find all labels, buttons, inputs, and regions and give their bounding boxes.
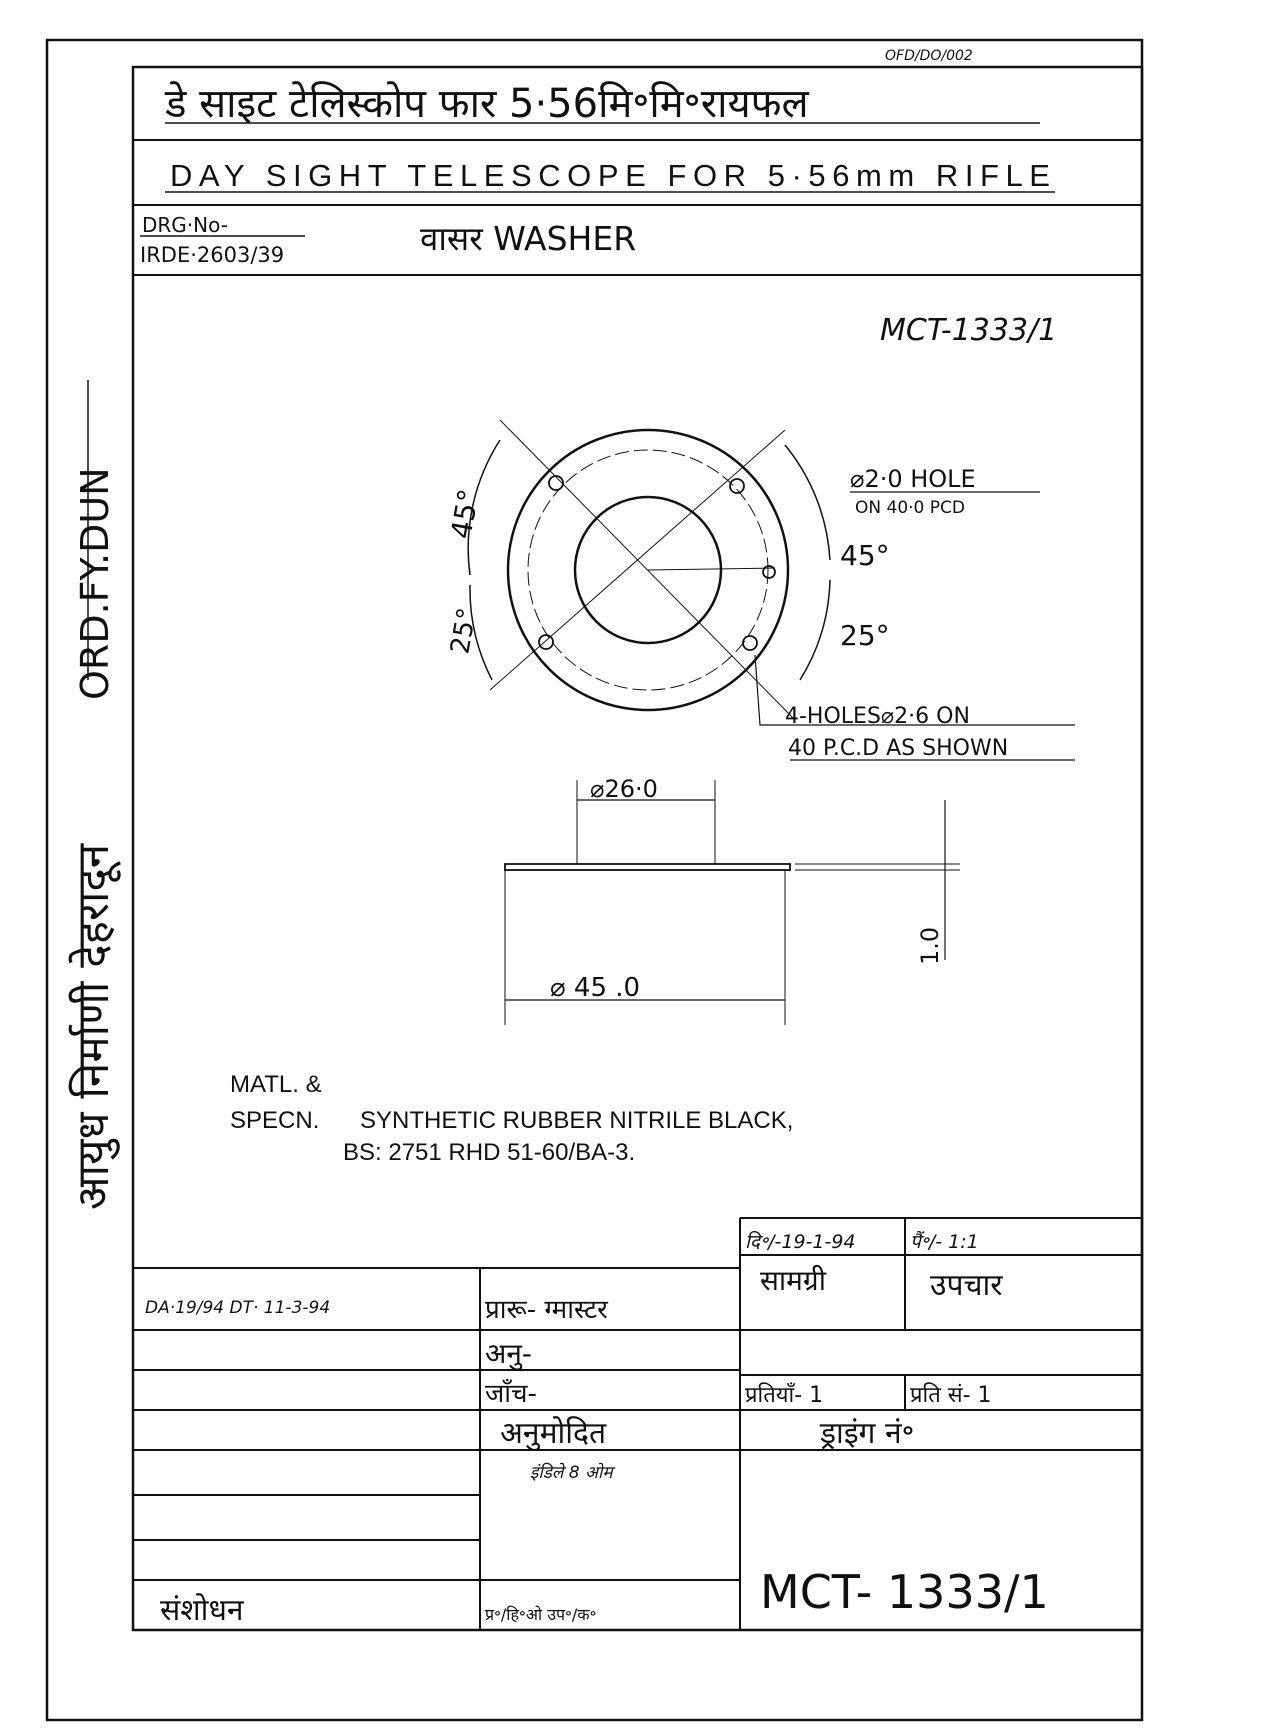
dim-outer-diameter: ⌀ 45 .0 — [550, 973, 640, 1003]
washer-front-view — [467, 419, 1075, 761]
dim-inner-diameter: ⌀26·0 — [590, 775, 658, 803]
approved-label: अनुमोदित — [500, 1416, 607, 1452]
title-english: DAY SIGHT TELESCOPE FOR 5·56mm RIFLE — [170, 158, 1050, 193]
angle-45-right: 45° — [840, 539, 890, 572]
approver-title: प्र॰/हि॰ओ उप॰/क॰ — [485, 1605, 596, 1624]
angle-25-left: 25° — [445, 606, 483, 657]
washer-side-view — [504, 780, 960, 1025]
copies: प्रतियाँ- 1 — [745, 1382, 823, 1408]
dim-thickness: 1.0 — [916, 927, 944, 965]
treatment-cell-label: उपचार — [930, 1268, 1003, 1303]
reference-code: OFD/DO/002 — [885, 48, 973, 64]
holes-note-2: 40 P.C.D AS SHOWN — [788, 736, 1008, 761]
scale: पैं॰/- 1:1 — [910, 1230, 979, 1253]
title-block-text: दि॰/-19-1-94 पैं॰/- 1:1 सामग्री उपचार DA… — [145, 1230, 1049, 1628]
angle-25-right: 25° — [840, 619, 890, 652]
drawn-by: प्रारू- ग्मास्टर — [485, 1295, 609, 1325]
drawing-number: MCT- 1333/1 — [760, 1565, 1049, 1619]
material-cell-label: सामग्री — [760, 1264, 827, 1297]
traced-by: अनु- — [485, 1337, 532, 1371]
material-line-1: SYNTHETIC RUBBER NITRILE BLACK, — [360, 1107, 793, 1134]
title-hindi: डे साइट टेलिस्कोप फार 5·56मि॰मि॰रायफल — [164, 81, 809, 127]
drg-no-label: DRG·No- — [142, 213, 228, 237]
side-stamp: आयुध निर्माणी देहरादून ORD.FY.DUN — [68, 467, 121, 1210]
material-spec: MATL. & SPECN. SYNTHETIC RUBBER NITRILE … — [230, 1071, 793, 1166]
checked-by: जाँच- — [485, 1378, 537, 1409]
side-stamp-english: ORD.FY.DUN — [73, 467, 117, 700]
holes-note-1: 4-HOLES⌀2·6 ON — [785, 704, 970, 729]
title-block — [133, 1217, 1142, 1630]
copy-number: प्रति सं- 1 — [910, 1382, 992, 1408]
part-name: वासर WASHER — [420, 219, 636, 258]
inner-frame — [131, 65, 1144, 1632]
spec-label: SPECN. — [230, 1107, 319, 1134]
revision-label: संशोधन — [160, 1593, 245, 1628]
amendment-note: DA·19/94 DT· 11-3-94 — [145, 1298, 330, 1318]
drg-no-value: IRDE·2603/39 — [140, 243, 284, 267]
material-label: MATL. & — [230, 1071, 322, 1098]
date: दि॰/-19-1-94 — [745, 1230, 856, 1253]
side-stamp-hindi: आयुध निर्माणी देहरादून — [68, 842, 121, 1210]
hole-note-2: ON 40·0 PCD — [855, 498, 965, 518]
dimension-annotations: 45° 25° 45° 25° ⌀2·0 HOLE ON 40·0 PCD 4-… — [444, 465, 1008, 1003]
hole-note-1: ⌀2·0 HOLE — [850, 465, 976, 493]
material-line-2: BS: 2751 RHD 51-60/BA-3. — [343, 1139, 635, 1166]
part-number: MCT-1333/1 — [880, 313, 1057, 348]
angle-45-left: 45° — [444, 487, 485, 542]
approver-signature: इंडिले 8 ओम — [530, 1462, 616, 1483]
drawing-no-label: ड्राइंग नं॰ — [819, 1416, 914, 1451]
